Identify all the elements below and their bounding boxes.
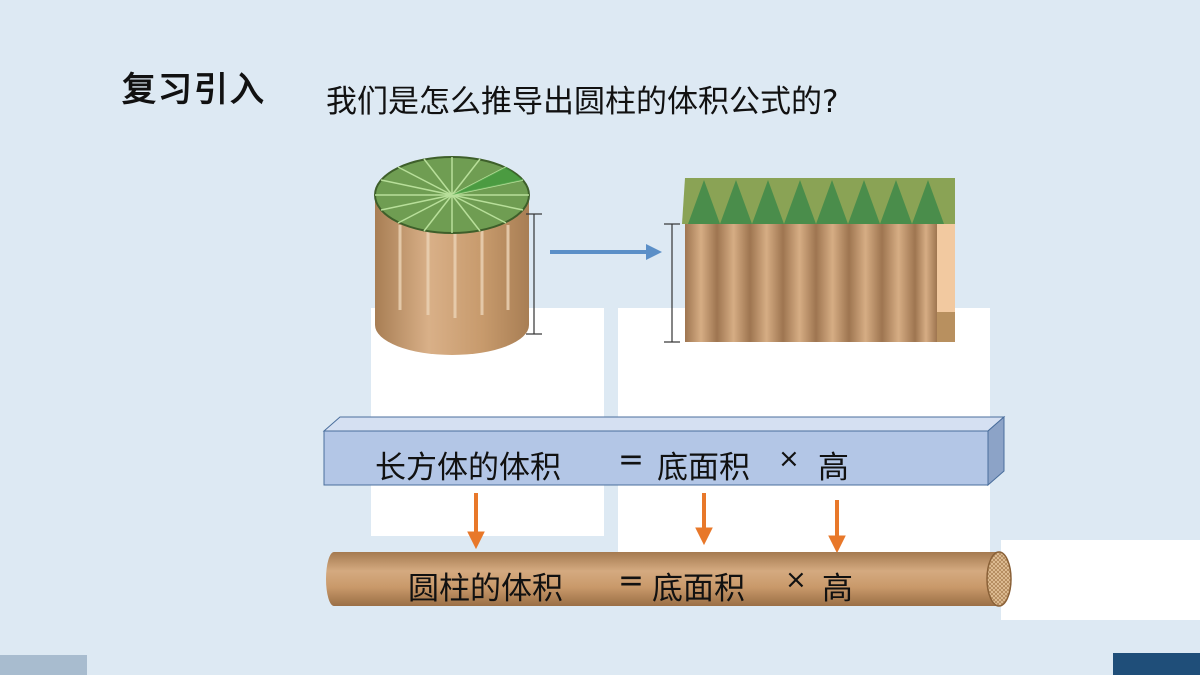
cuboid-illustration	[664, 178, 955, 343]
rod-end-panel	[1001, 540, 1200, 620]
cuboid-base-area: 底面积	[657, 450, 750, 486]
down-arrows	[467, 493, 846, 554]
section-title: 复习引入	[122, 70, 266, 110]
cuboid-height: 高	[818, 450, 849, 486]
cuboid-formula-box	[322, 415, 1006, 487]
cylinder-illustration	[374, 156, 542, 355]
arrow-right-head	[828, 535, 846, 554]
transform-arrow[interactable]	[548, 240, 666, 266]
cylinder-height: 高	[822, 571, 853, 607]
cylinder-volume-label: 圆柱的体积	[408, 571, 563, 607]
cuboid-equals-sign: =	[618, 442, 644, 478]
cuboid-volume-label: 长方体的体积	[375, 450, 561, 486]
cylinder-base-area: 底面积	[652, 571, 745, 607]
arrow-left-head	[467, 531, 485, 550]
cylinder-times-sign: ×	[785, 565, 807, 595]
arrow-middle-head	[695, 527, 713, 546]
corner-bar-right	[1113, 653, 1200, 675]
cylinder-equals-sign: =	[618, 563, 644, 599]
cuboid-times-sign: ×	[778, 444, 800, 474]
corner-bar-left	[0, 655, 87, 675]
cylinder-formula-rod	[326, 551, 1012, 607]
question-text: 我们是怎么推导出圆柱的体积公式的?	[326, 84, 839, 120]
